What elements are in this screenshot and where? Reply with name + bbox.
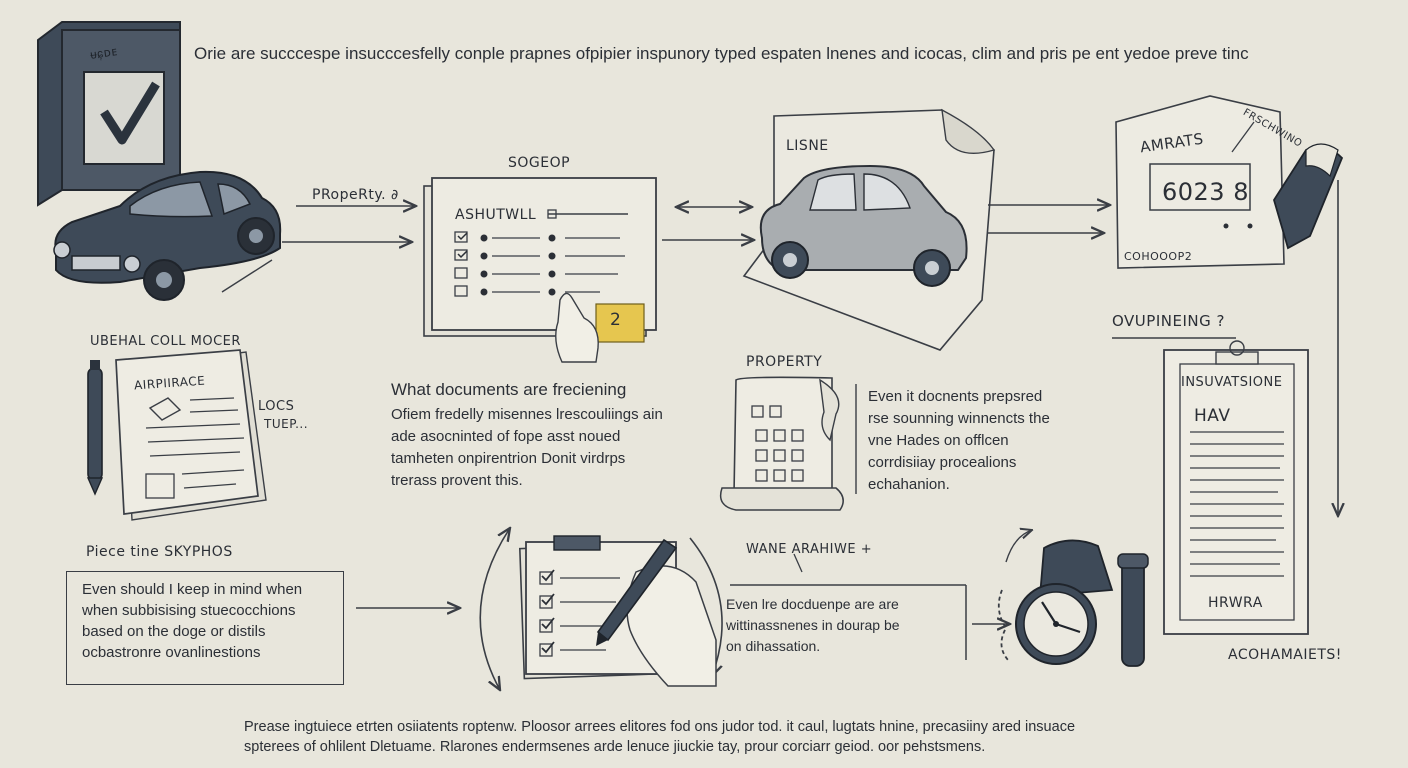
sticky-number: 2	[610, 310, 622, 330]
right-doc-bottom: HRWRA	[1208, 595, 1263, 611]
bottom-left-line: when subbisising stuecocchions	[82, 602, 296, 619]
hand-icon	[555, 292, 599, 363]
right-doc-title: INSUVATSIONE	[1181, 375, 1283, 390]
left-doc-title: UBEHAL COLL MOCER	[90, 334, 241, 349]
bottom-left-heading: Piece tine SKYPHOS	[86, 544, 233, 560]
property-note-line: Even it docnents prepsred	[868, 388, 1043, 405]
car-doc-label: LISNE	[786, 138, 829, 154]
box-label: ᵾɕ᷊ᴅᴇ	[89, 44, 119, 62]
cycle-arrow-left	[479, 528, 510, 690]
bottom-right-label: ACOHAMAIETS!	[1228, 647, 1342, 663]
right-doc-top: HAV	[1194, 406, 1231, 426]
pointer-line	[1231, 121, 1255, 153]
property-note-line: corrdisiiay procealions	[868, 454, 1017, 471]
checklist-box-icon	[37, 21, 181, 207]
property-note-body: Even it docnents prepsred rse sounning w…	[868, 386, 1050, 496]
bottom-left-box	[66, 571, 344, 685]
left-side-note-2: TUEP...	[264, 417, 309, 431]
cycle-arrow-right	[689, 537, 723, 676]
property-note-line: vne Hades on offlcen	[868, 432, 1009, 449]
center-note-heading: What documents are freciening	[391, 380, 627, 399]
bottom-left-line: based on the doge or distils	[82, 623, 266, 640]
property-note-line: echahanion.	[868, 476, 950, 493]
bottom-center-line: on dihassation.	[726, 638, 821, 654]
footer-body: Prease ingtuiece etrten osiiatents ropte…	[244, 717, 1075, 757]
center-note-line: ade asocninted of fope asst noued	[391, 428, 621, 445]
property-arrow-label: PRopeRty. ∂	[312, 187, 399, 203]
bottom-center-line: wittinassnenes in dourap be	[726, 617, 900, 633]
pen-left-icon	[86, 360, 104, 496]
bottom-left-line: Even should I keep in mind when	[82, 581, 303, 598]
property-heading: PROPERTY	[746, 354, 823, 370]
car-dark-icon	[53, 170, 282, 301]
property-checklist-icon	[719, 376, 844, 511]
bottom-left-line: ocbastronre ovanlinestions	[82, 644, 261, 661]
property-note-line: rse sounning winnencts the	[868, 410, 1050, 427]
center-note-body: Ofiem fredelly misennes lrescouliings ai…	[391, 404, 663, 492]
bottom-center-heading: WANE ARAHIWE +	[746, 542, 873, 557]
header-title: Orie are succcespe insucccesfelly conple…	[194, 44, 1249, 63]
bottom-left-body: Even should I keep in mind when when sub…	[82, 579, 302, 663]
stroke-mark	[221, 259, 273, 293]
left-side-note-1: LOCS	[258, 399, 295, 414]
form-title: SOGEOP	[508, 155, 571, 171]
bottom-center-line: Even lre docduenpe are are	[726, 596, 899, 612]
bottom-center-body: Even lre docduenpe are are wittinassnene…	[726, 594, 900, 657]
footer-line: spterees of ohlilent Dletuame. Rlarones …	[244, 739, 986, 755]
sticky-note	[595, 303, 645, 343]
pen-icon	[1273, 143, 1344, 250]
stopwatch-icon	[997, 530, 1114, 665]
heading-tick	[793, 553, 803, 573]
center-note-line: trerass provent this.	[391, 472, 523, 489]
hand-pen-icon	[596, 538, 717, 687]
insurance-policy-icon	[1163, 340, 1309, 635]
car-on-document-icon	[742, 108, 996, 351]
footer-line: Prease ingtuiece etrten osiiatents ropte…	[244, 719, 1076, 735]
receipt-footer-code: COHOOOP2	[1124, 250, 1193, 263]
center-note-line: tamheten onpirentrion Donit virdrps	[391, 450, 626, 467]
stamp-icon	[1117, 553, 1149, 667]
right-question: OVUPINEING ?	[1112, 312, 1225, 330]
application-document-icon	[115, 349, 267, 521]
form-heading: ASHUTWLL	[455, 207, 537, 223]
center-note-line: Ofiem fredelly misennes lrescouliings ai…	[391, 406, 663, 423]
receipt-amount: 6023 8	[1162, 178, 1249, 206]
